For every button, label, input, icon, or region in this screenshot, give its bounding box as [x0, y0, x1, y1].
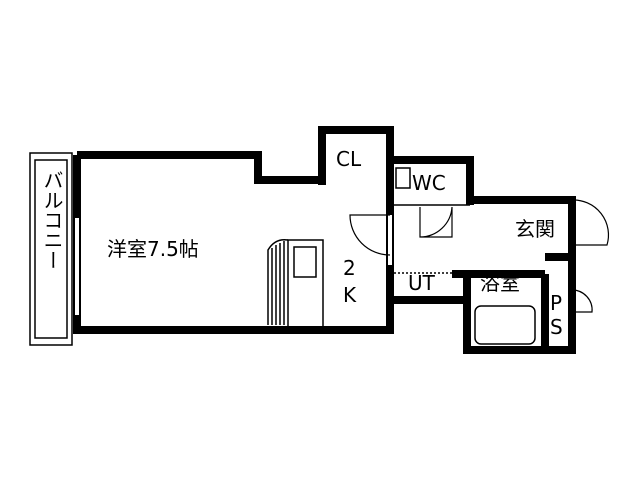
door-kitchen	[349, 214, 391, 256]
label-bathroom: 浴室	[480, 271, 520, 295]
entrance-walls	[463, 196, 576, 354]
label-ps-s: S	[550, 315, 563, 339]
door-entrance	[571, 199, 610, 246]
door-ps	[571, 289, 593, 313]
kitchen-counter	[267, 238, 324, 329]
label-western-room: 洋室7.5帖	[107, 237, 199, 261]
label-kitchen-2: 2	[343, 256, 356, 280]
label-kitchen-k: K	[343, 283, 357, 307]
balcony	[29, 152, 73, 346]
label-ps-p: P	[550, 291, 562, 315]
interior-wall	[452, 253, 572, 350]
label-balcony: バルコニー	[40, 170, 64, 270]
label-ut: UT	[408, 271, 436, 295]
wc-walls	[390, 156, 474, 205]
label-entrance: 玄関	[515, 217, 555, 241]
toilet-icon	[395, 167, 411, 189]
label-closet: CL	[336, 147, 362, 171]
label-wc: WC	[412, 171, 446, 195]
ut-walls	[386, 208, 467, 330]
bathtub	[474, 305, 536, 345]
door-wc	[419, 206, 453, 238]
